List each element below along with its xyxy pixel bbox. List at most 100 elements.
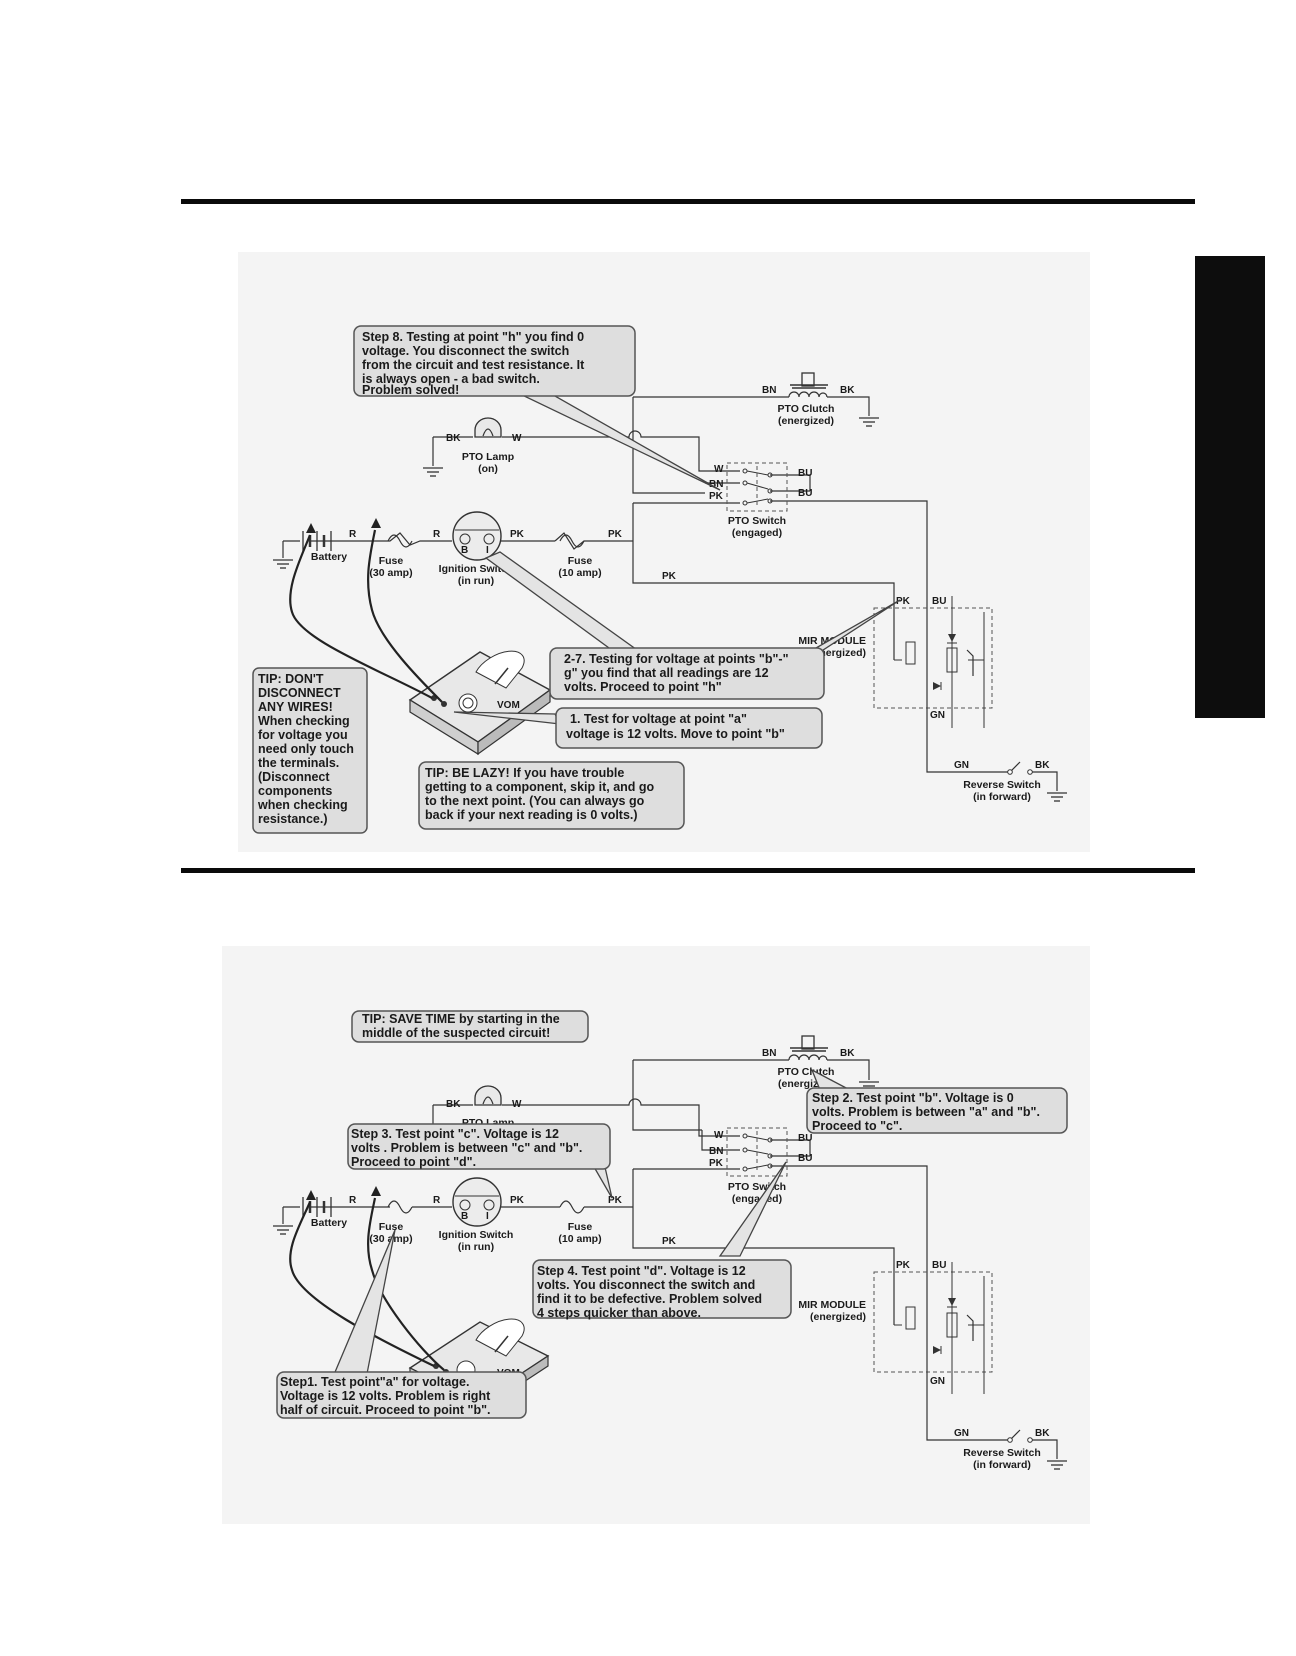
component-label: Reverse Switch — [963, 779, 1041, 791]
callout-step1 — [276, 1371, 527, 1419]
test-lead — [289, 534, 433, 699]
wire-label: W — [714, 1130, 724, 1141]
pto-clutch-coil-icon — [788, 1035, 828, 1061]
wire-label: PK — [510, 1195, 525, 1206]
component-rating: (10 amp) — [558, 567, 601, 579]
callout-text-step1: 1. Test for voltage at point "a" voltage… — [566, 712, 785, 741]
callout-text-step2: Step 2. Test point "b". Voltage is 0 vol… — [812, 1091, 1043, 1133]
wiring-2 — [282, 1059, 1058, 1459]
wire-label: W — [512, 1099, 522, 1110]
wire-label: R — [349, 1195, 357, 1206]
wire-label: W — [512, 433, 522, 444]
wire-label: GN — [954, 1428, 969, 1439]
component-label: Fuse — [379, 555, 404, 567]
callout-step8 — [353, 325, 636, 397]
callout-text-tip-be-lazy: TIP: BE LAZY! If you have trouble gettin… — [425, 766, 658, 822]
component-label: PTO Switch — [728, 1181, 786, 1193]
wire-label: B — [461, 1211, 468, 1222]
vom-meter: VOM — [408, 650, 552, 756]
pto-switch-icon — [726, 1127, 788, 1177]
component-state: (in forward) — [973, 791, 1031, 803]
wire-label: BU — [932, 1260, 946, 1271]
wire-label: BK — [446, 433, 461, 444]
component-label: Battery — [311, 1217, 347, 1229]
battery-icon — [302, 1197, 332, 1217]
wire-label: PK — [608, 529, 623, 540]
ground-icon — [272, 559, 294, 569]
wire-label: PK — [662, 571, 677, 582]
pto-switch-icon — [726, 462, 788, 512]
fuse-30-icon — [387, 534, 413, 548]
wire-label: PK — [510, 529, 525, 540]
reverse-switch-icon — [1007, 769, 1033, 775]
callout-step1 — [555, 707, 823, 749]
wire-label: BN — [709, 479, 723, 490]
wire-label: PK — [896, 596, 911, 607]
component-state: (energized) — [778, 415, 834, 427]
ground-icon — [1046, 792, 1068, 802]
middle-rule — [181, 868, 1195, 873]
section-tab — [1195, 256, 1265, 718]
component-rating: (30 amp) — [369, 567, 412, 579]
battery-icon — [302, 531, 332, 551]
callout-pointer — [329, 1229, 396, 1385]
ground-icon — [1046, 1460, 1068, 1470]
callout-text-step2-7: 2-7. Testing for voltage at points "b"-"… — [564, 652, 792, 694]
component-state: (in forward) — [973, 1459, 1031, 1471]
pto-lamp-icon — [474, 417, 502, 438]
callout-text-step4: Step 4. Test point "d". Voltage is 12 vo… — [537, 1264, 766, 1320]
wire-label: BN — [762, 385, 776, 396]
wire-label: BK — [840, 385, 855, 396]
component-label: MIR MODULE — [798, 1299, 866, 1311]
wire-label: PK — [709, 491, 724, 502]
wire-label: BU — [798, 1153, 812, 1164]
wire-label: BU — [932, 596, 946, 607]
pto-lamp-icon — [474, 1085, 502, 1106]
wire-label: BK — [1035, 1428, 1050, 1439]
ground-icon — [422, 467, 444, 477]
callout-step4 — [532, 1259, 792, 1319]
mir-module-icon — [873, 1262, 993, 1394]
test-lead — [289, 1201, 435, 1367]
fuse-30-icon — [387, 1200, 413, 1214]
diagram-2: BN BK BK W W BN PK BU BU R R PK PK PK PK… — [272, 1010, 1068, 1471]
component-label: Fuse — [379, 1221, 404, 1233]
callout-text-step8: Step 8. Testing at point "h" you find 0 … — [362, 330, 588, 397]
ignition-switch-icon — [452, 1177, 502, 1227]
top-rule — [181, 199, 1195, 204]
callout-text-step1: Step1. Test point"a" for voltage. Voltag… — [280, 1375, 494, 1417]
component-label: Ignition Switch — [439, 563, 514, 575]
wire-label: GN — [930, 1376, 945, 1387]
wire-label: W — [714, 464, 724, 475]
wire-label: PK — [896, 1260, 911, 1271]
wire-label: BN — [709, 1146, 723, 1157]
test-lead — [367, 529, 443, 703]
component-rating: (10 amp) — [558, 1233, 601, 1245]
component-label: PTO Lamp — [462, 451, 514, 463]
callout-text-tip-save-time: TIP: SAVE TIME by starting in the middle… — [362, 1012, 563, 1040]
test-lead — [367, 1197, 445, 1371]
wire-label: BK — [1035, 760, 1050, 771]
callout-tip-dont-disconnect — [252, 667, 368, 834]
wiring-1 — [282, 396, 1058, 791]
callout-text-step3: Step 3. Test point "c". Voltage is 12 vo… — [351, 1127, 586, 1169]
callout-text-tip-dont-disconnect: TIP: DON'T DISCONNECT ANY WIRES! When ch… — [257, 672, 357, 826]
wire-label: R — [349, 529, 357, 540]
meter-label: VOM — [497, 700, 520, 711]
pto-clutch-coil-icon — [788, 372, 828, 398]
wire-label: BU — [798, 488, 812, 499]
component-state: (in run) — [458, 575, 494, 587]
fuse-10-icon — [559, 534, 585, 548]
mir-module-icon — [873, 596, 993, 728]
ground-icon — [858, 417, 880, 427]
wire-label: BK — [446, 1099, 461, 1110]
ignition-switch-icon — [452, 511, 502, 561]
callout-pointer — [517, 391, 721, 491]
component-label: Fuse — [568, 555, 593, 567]
wire-label: PK — [608, 1195, 623, 1206]
wire-label: PK — [662, 1236, 677, 1247]
component-label: Reverse Switch — [963, 1447, 1041, 1459]
wire-label: BU — [798, 1133, 812, 1144]
wire-label: BN — [762, 1048, 776, 1059]
